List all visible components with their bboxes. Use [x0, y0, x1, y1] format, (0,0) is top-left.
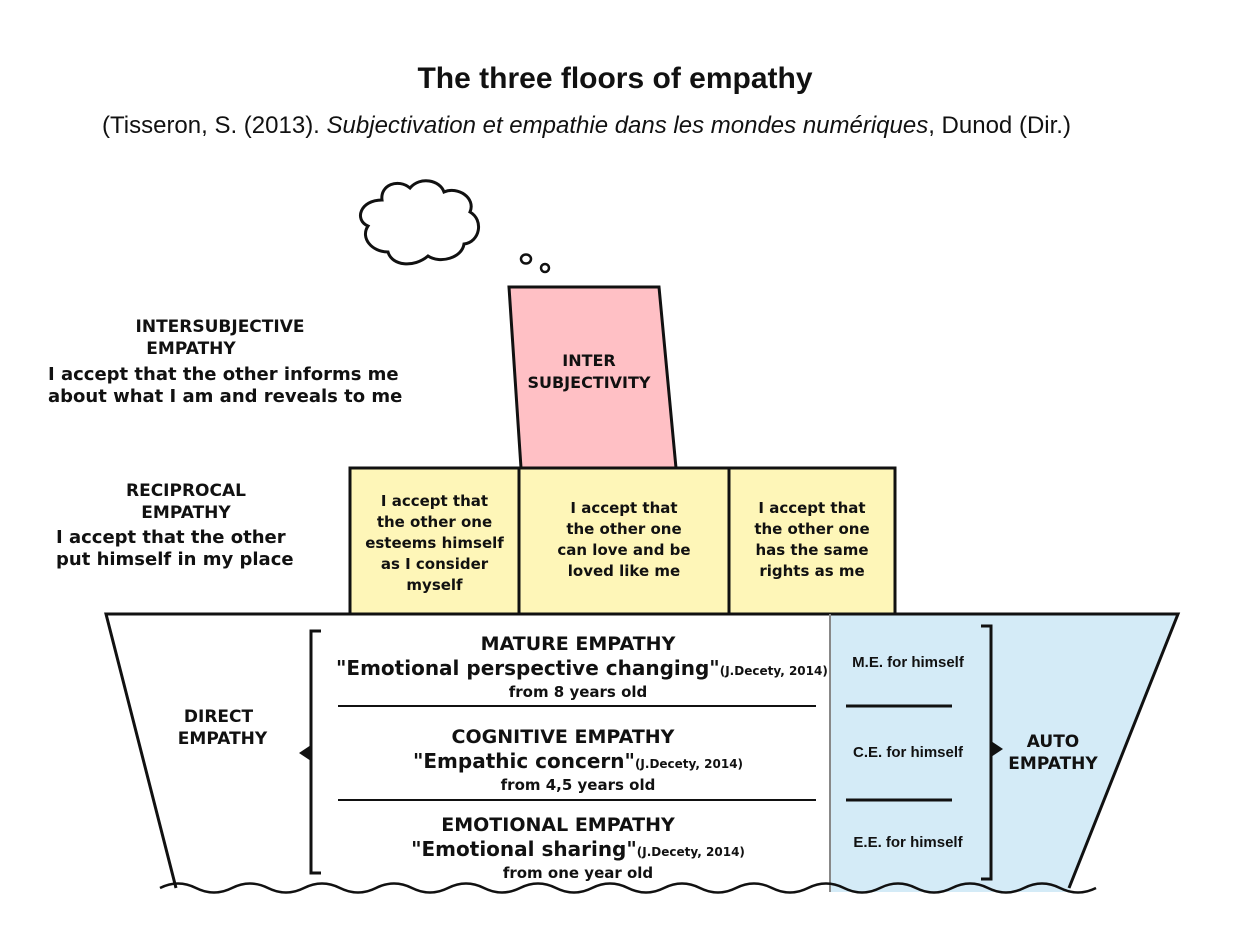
chimney-label-line1: INTER	[562, 351, 616, 370]
citation-book-title: Subjectivation et empathie dans les mond…	[326, 112, 929, 139]
box-1-line: I accept that	[380, 492, 489, 510]
floor-reference: (J.Decety, 2014)	[636, 845, 745, 859]
intersubjective-label-line1: INTERSUBJECTIVE	[135, 317, 305, 337]
page-title: The three floors of empathy	[417, 62, 813, 95]
reciprocal-box-3	[727, 466, 897, 616]
left-bracket-arrow	[299, 745, 311, 761]
floor-quote: "Emotional perspective changing"	[336, 656, 720, 680]
intersubjective-label: INTERSUBJECTIVE EMPATHY	[100, 316, 340, 360]
box-3-line: rights as me	[759, 562, 865, 580]
floor-quote: "Empathic concern"	[412, 749, 635, 773]
reciprocal-label: RECIPROCAL EMPATHY	[96, 480, 276, 524]
floor-age: from 8 years old	[508, 683, 648, 701]
direct-empathy-label: DIRECT EMPATHY	[160, 706, 285, 750]
intersubjective-description: I accept that the other informs me about…	[48, 364, 448, 408]
thought-bubble	[519, 253, 533, 265]
floor-title: EMOTIONAL EMPATHY	[441, 814, 675, 836]
hull-left	[106, 614, 830, 892]
right-bracket-arrow	[991, 741, 1003, 757]
floor-emotional: EMOTIONAL EMPATHY "Emotional sharing"(J.…	[336, 813, 820, 882]
self-label-emotional: E.E. for himself	[853, 834, 963, 851]
floor-quote-line: "Emotional sharing"(J.Decety, 2014)	[336, 837, 820, 864]
floor-age: from one year old	[502, 864, 654, 882]
box-3-line: I accept that	[758, 499, 866, 517]
intersubjective-desc-line1: I accept that the other informs me	[48, 364, 399, 385]
box-3-text: I accept that the other one has the same…	[731, 498, 893, 582]
chimney-label: INTER SUBJECTIVITY	[514, 350, 664, 394]
reciprocal-desc-line2: put himself in my place	[56, 549, 294, 570]
box-1-line: the other one	[376, 513, 493, 531]
box-1-line: myself	[406, 576, 463, 594]
box-3-line: the other one	[754, 520, 870, 538]
floor-mature: MATURE EMPATHY "Emotional perspective ch…	[336, 632, 828, 701]
floor-cognitive: COGNITIVE EMPATHY "Empathic concern"(J.D…	[336, 725, 820, 794]
floor-title: MATURE EMPATHY	[480, 633, 676, 655]
floor-age: from 4,5 years old	[500, 776, 656, 794]
direct-label-line2: EMPATHY	[177, 729, 268, 749]
thought-bubble	[539, 262, 551, 274]
floor-quote: "Emotional sharing"	[411, 837, 637, 861]
citation-publisher: , Dunod (Dir.)	[928, 112, 1071, 139]
reciprocal-desc-line1: I accept that the other	[56, 527, 286, 548]
box-2-line: can love and be	[557, 541, 691, 559]
direct-label-line1: DIRECT	[183, 707, 254, 727]
thought-cloud	[358, 179, 480, 266]
reciprocal-label-line2: EMPATHY	[141, 503, 231, 523]
auto-label-line1: AUTO	[1026, 732, 1080, 752]
intersubjective-label-line2: EMPATHY	[146, 339, 236, 359]
box-2-text: I accept that the other one can love and…	[521, 498, 727, 582]
water-line	[159, 882, 1097, 894]
reciprocal-box-1	[348, 466, 521, 616]
box-2-line: loved like me	[567, 562, 681, 580]
floor-title: COGNITIVE EMPATHY	[451, 726, 675, 748]
chimney-label-line2: SUBJECTIVITY	[527, 373, 651, 392]
auto-label-line2: EMPATHY	[1008, 754, 1098, 774]
box-2-line: the other one	[566, 520, 682, 538]
floor-quote-line: "Empathic concern"(J.Decety, 2014)	[336, 749, 820, 776]
box-3-line: has the same	[755, 541, 869, 559]
floor-quote-line: "Emotional perspective changing"(J.Decet…	[336, 656, 828, 683]
floor-reference: (J.Decety, 2014)	[634, 757, 744, 771]
auto-empathy-zone	[830, 614, 1178, 892]
box-1-text: I accept that the other one esteems hims…	[352, 491, 517, 596]
reciprocal-label-line1: RECIPROCAL	[126, 481, 246, 501]
citation-author: (Tisseron, S. (2013).	[102, 112, 327, 139]
hull-outline	[104, 612, 1181, 889]
box-1-line: as I consider	[380, 555, 489, 573]
box-1-line: esteems himself	[365, 534, 504, 552]
self-label-mature: M.E. for himself	[852, 654, 964, 671]
box-2-line: I accept that	[570, 499, 678, 517]
auto-empathy-label: AUTO EMPATHY	[998, 731, 1108, 775]
self-label-cognitive: C.E. for himself	[852, 744, 964, 761]
citation: (Tisseron, S. (2013). Subjectivation et …	[102, 112, 1071, 140]
intersubjective-desc-line2: about what I am and reveals to me	[48, 386, 403, 407]
reciprocal-description: I accept that the other put himself in m…	[56, 527, 346, 571]
floor-reference: (J.Decety, 2014)	[719, 664, 828, 678]
